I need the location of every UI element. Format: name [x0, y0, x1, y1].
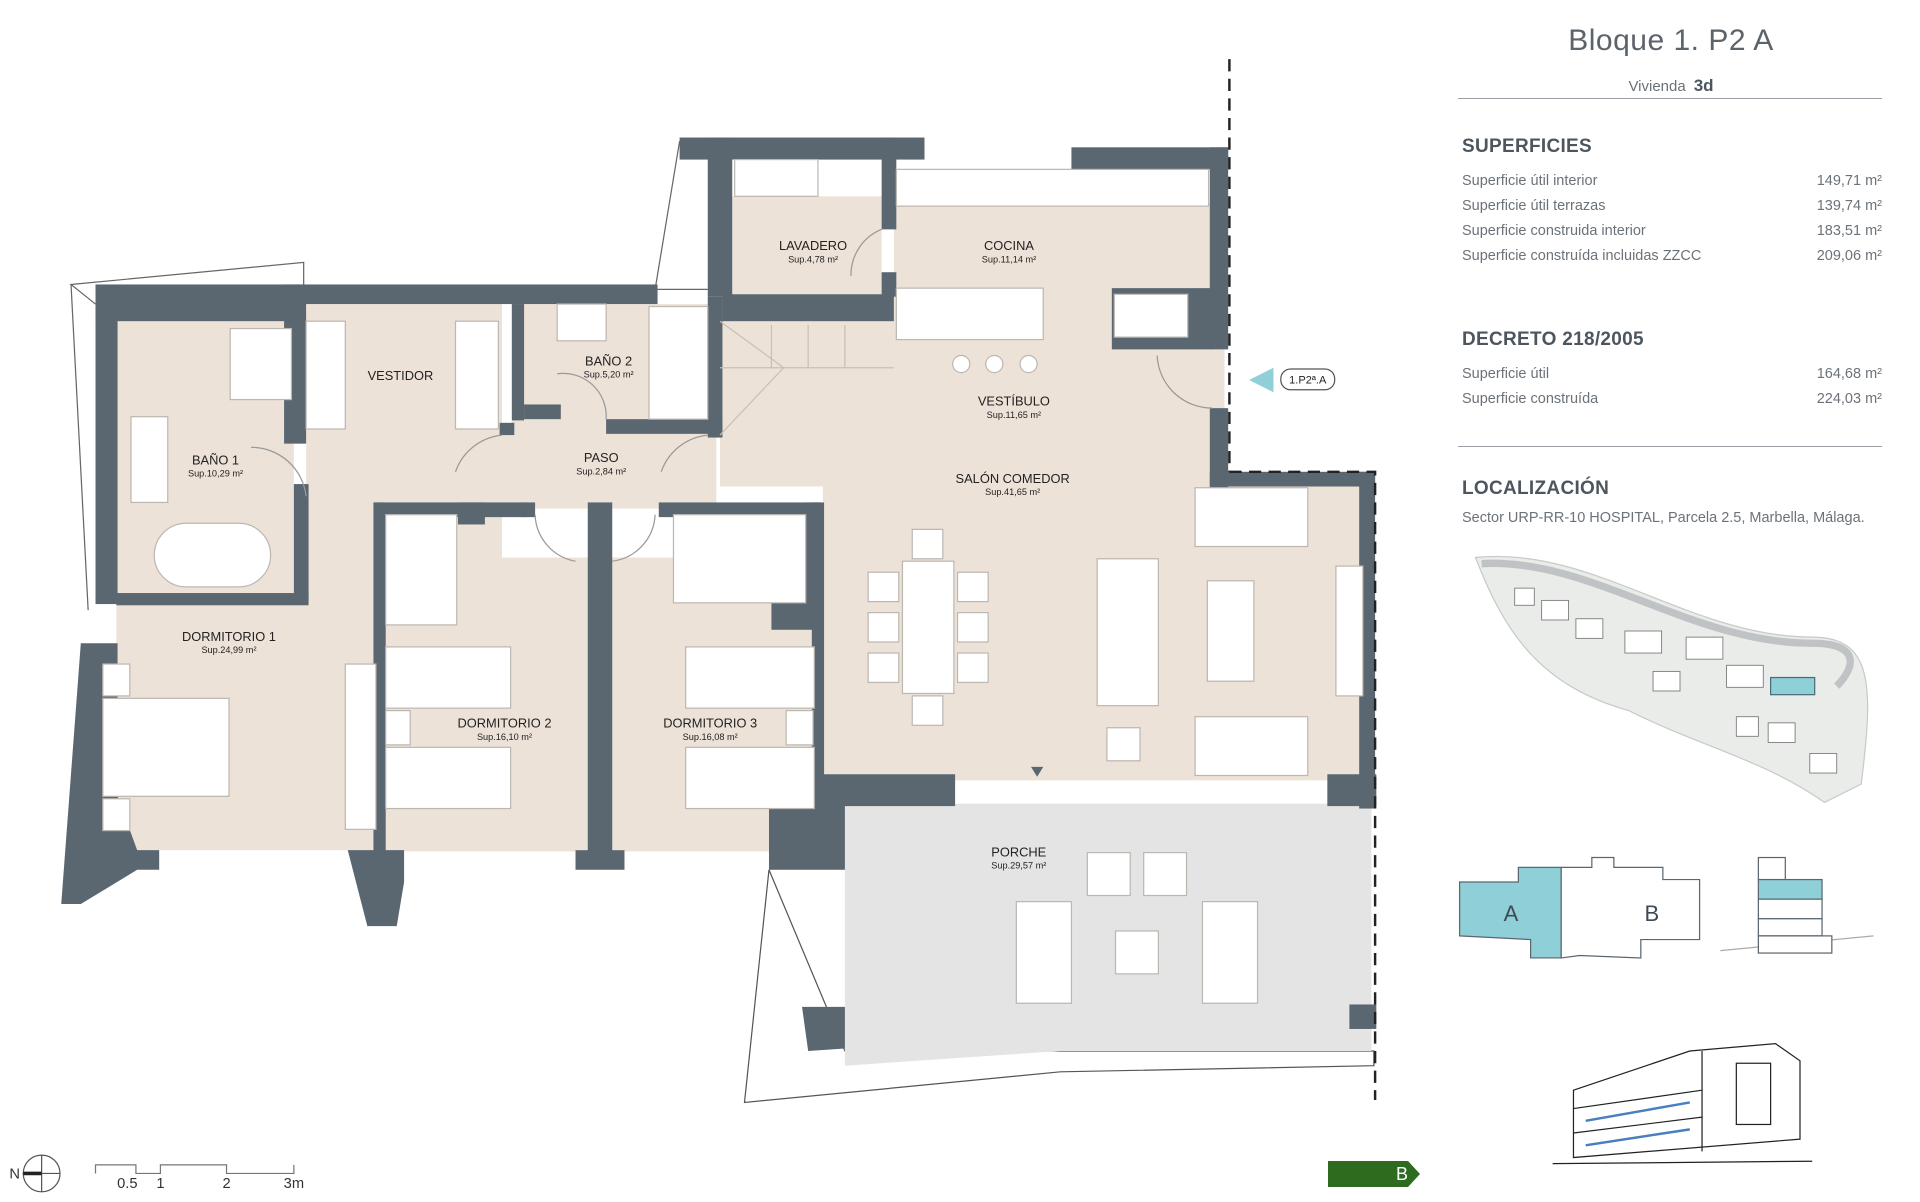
- svg-text:1: 1: [156, 1176, 164, 1192]
- svg-text:BAÑO 2: BAÑO 2: [585, 353, 632, 368]
- north-compass: N: [9, 1154, 61, 1193]
- svg-text:DORMITORIO 3: DORMITORIO 3: [663, 716, 757, 731]
- svg-text:Sup.16,10 m²: Sup.16,10 m²: [477, 732, 532, 742]
- svg-text:Sup.11,14 m²: Sup.11,14 m²: [982, 254, 1036, 264]
- site-map: [1474, 555, 1869, 804]
- svg-text:VESTÍBULO: VESTÍBULO: [978, 394, 1050, 409]
- energy-rating-badge: B: [1328, 1161, 1420, 1187]
- divider: [1458, 98, 1882, 99]
- entrance-arrow-icon: [1248, 367, 1274, 393]
- section-key: [1720, 856, 1874, 954]
- svg-text:Sup.5,20 m²: Sup.5,20 m²: [584, 370, 634, 380]
- decreto-heading: DECRETO 218/2005: [1462, 329, 1644, 350]
- unit-title: Bloque 1. P2 A: [1568, 24, 1774, 57]
- svg-text:Sup.24,99 m²: Sup.24,99 m²: [201, 645, 256, 655]
- scale-bar: [94, 1164, 295, 1175]
- svg-text:N: N: [9, 1166, 20, 1182]
- divider: [1458, 446, 1882, 447]
- building-sketch: [1552, 1043, 1813, 1165]
- svg-text:Sup.41,65 m²: Sup.41,65 m²: [985, 487, 1040, 497]
- entrance-tag: 1.P2ª.A: [1289, 375, 1327, 387]
- svg-text:BAÑO 1: BAÑO 1: [192, 452, 239, 467]
- svg-text:Sup.2,84 m²: Sup.2,84 m²: [576, 466, 626, 476]
- svg-text:Sup.29,57 m²: Sup.29,57 m²: [991, 861, 1046, 871]
- svg-text:Sup.16,08 m²: Sup.16,08 m²: [683, 732, 738, 742]
- svg-text:Sup.10,29 m²: Sup.10,29 m²: [188, 469, 243, 479]
- walls: [61, 137, 1377, 1051]
- furniture: [102, 158, 1364, 1004]
- svg-text:2: 2: [222, 1176, 230, 1192]
- block-key: A B: [1458, 856, 1701, 959]
- svg-text:VESTIDOR: VESTIDOR: [368, 368, 434, 383]
- svg-text:COCINA: COCINA: [984, 238, 1034, 253]
- svg-text:A: A: [1504, 901, 1519, 926]
- localizacion-heading: LOCALIZACIÓN: [1462, 478, 1610, 499]
- svg-text:DORMITORIO 2: DORMITORIO 2: [458, 716, 552, 731]
- down-arrow-icon: [1031, 766, 1044, 777]
- svg-text:Sup.11,65 m²: Sup.11,65 m²: [987, 410, 1041, 420]
- svg-text:DORMITORIO 1: DORMITORIO 1: [182, 629, 276, 644]
- superficies-heading: SUPERFICIES: [1462, 136, 1592, 157]
- svg-text:B: B: [1396, 1164, 1408, 1184]
- svg-text:PORCHE: PORCHE: [991, 844, 1046, 859]
- svg-text:Sup.4,78 m²: Sup.4,78 m²: [788, 254, 838, 264]
- svg-text:LAVADERO: LAVADERO: [779, 238, 847, 253]
- doors: [251, 228, 1213, 562]
- svg-text:3m: 3m: [284, 1176, 304, 1192]
- svg-text:B: B: [1644, 901, 1659, 926]
- porche-floor: [844, 803, 1372, 1049]
- address: Sector URP-RR-10 HOSPITAL, Parcela 2.5, …: [1462, 510, 1865, 526]
- svg-text:SALÓN COMEDOR: SALÓN COMEDOR: [956, 471, 1070, 486]
- svg-text:0.5: 0.5: [117, 1176, 137, 1192]
- svg-text:PASO: PASO: [584, 450, 619, 465]
